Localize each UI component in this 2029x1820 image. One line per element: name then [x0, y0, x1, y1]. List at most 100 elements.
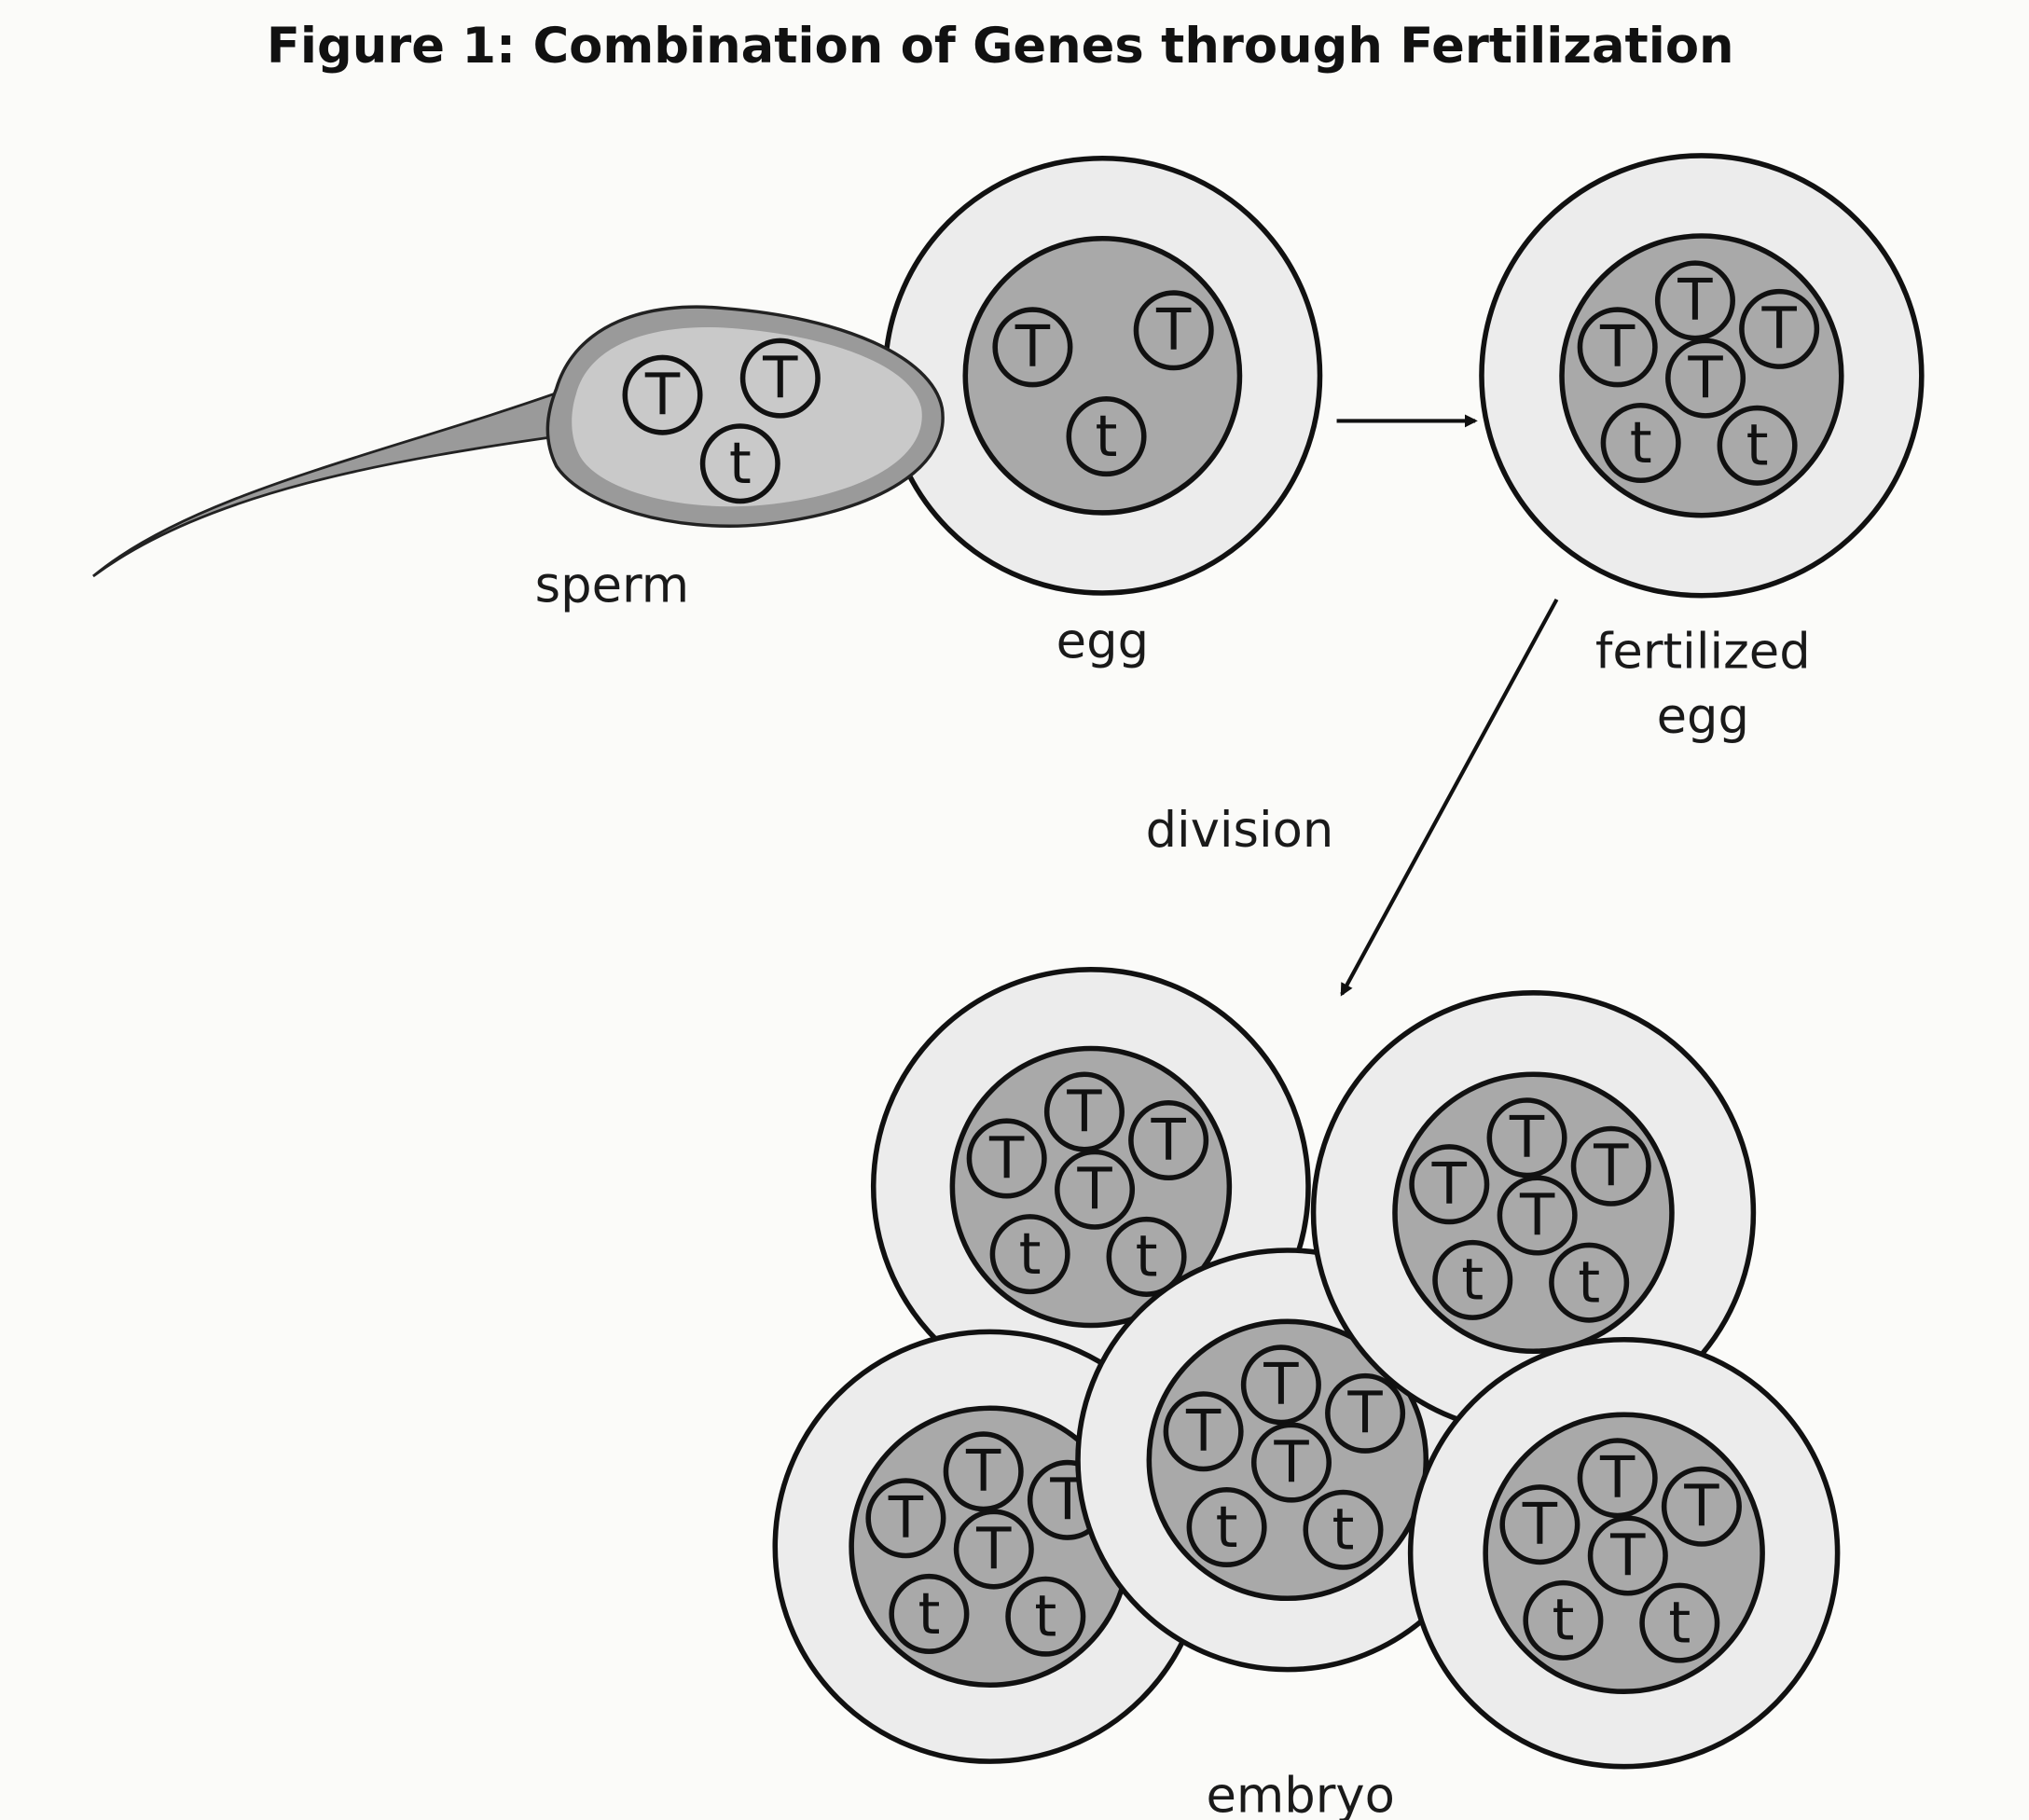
- gene-recessive: t: [1303, 1489, 1384, 1570]
- gene-letter: T: [1076, 1157, 1112, 1223]
- gene-recessive: t: [889, 1573, 970, 1654]
- gene-letter: T: [988, 1125, 1025, 1192]
- gene-circle: [1654, 260, 1735, 341]
- gene-dominant: T: [1486, 1097, 1567, 1179]
- gene-letter: T: [1522, 1492, 1558, 1558]
- gene-dominant: T: [1250, 1422, 1332, 1503]
- gene-circle: [1486, 1097, 1567, 1179]
- gene-circle: [1499, 1484, 1580, 1565]
- gene-recessive: t: [1186, 1486, 1267, 1567]
- gene-recessive: t: [1717, 405, 1798, 486]
- gene-letter: t: [1096, 404, 1118, 470]
- gene-circle: [1250, 1422, 1332, 1503]
- label-division: division: [1146, 802, 1334, 859]
- gene-letter: T: [1519, 1182, 1555, 1248]
- gene-circle: [1577, 1438, 1658, 1519]
- figure-title: Figure 1: Combination of Genes through F…: [267, 18, 1734, 75]
- gene-letter: t: [1136, 1224, 1158, 1290]
- gene-dominant: T: [1587, 1515, 1668, 1596]
- gene-circle: [1570, 1125, 1651, 1206]
- gene-circle: [865, 1478, 946, 1559]
- label-fertilized-line1: fertilized: [1595, 623, 1811, 680]
- gene-dominant: T: [1133, 290, 1214, 371]
- gene-letter: T: [1761, 296, 1798, 363]
- gene-circle: [1133, 290, 1214, 371]
- gene-recessive: t: [1066, 396, 1147, 477]
- gene-circle: [1066, 396, 1147, 477]
- label-sperm: sperm: [535, 558, 689, 614]
- gene-circle: [1240, 1344, 1321, 1426]
- gene-dominant: T: [992, 307, 1073, 388]
- gene-circle: [1303, 1489, 1384, 1570]
- gene-circle: [1043, 1071, 1125, 1152]
- nucleus: [1392, 1071, 1675, 1354]
- gene-letter: T: [1599, 314, 1636, 380]
- gene-circle: [1739, 288, 1820, 369]
- gene-circle: [699, 423, 780, 504]
- gene-letter: T: [1683, 1474, 1719, 1540]
- nucleus: [1483, 1412, 1765, 1694]
- gene-dominant: T: [966, 1118, 1047, 1199]
- gene-circle: [1549, 1242, 1630, 1323]
- gene-dominant: T: [943, 1431, 1024, 1512]
- label-egg: egg: [1056, 613, 1149, 669]
- gene-letter: T: [1599, 1445, 1636, 1511]
- gene-circle: [1665, 338, 1746, 419]
- gene-circle: [989, 1214, 1070, 1295]
- gene-circle: [966, 1118, 1047, 1199]
- sperm-head-inner: [572, 326, 922, 507]
- gene-letter: T: [644, 362, 681, 428]
- gene-circle: [1325, 1372, 1406, 1454]
- gene-letter: T: [888, 1485, 924, 1551]
- gene-circle: [1577, 307, 1658, 388]
- gene-circle: [1055, 1149, 1136, 1230]
- gene-letter: T: [1066, 1079, 1102, 1145]
- gene-circle: [1186, 1486, 1267, 1567]
- gene-circle: [1523, 1579, 1604, 1661]
- gene-dominant: T: [1499, 1484, 1580, 1565]
- gene-circle: [1128, 1100, 1209, 1181]
- gene-dominant: T: [1043, 1071, 1125, 1152]
- division-arrow: [1340, 598, 1559, 997]
- gene-letter: T: [965, 1439, 1001, 1505]
- gene-circle: [1409, 1144, 1490, 1225]
- gene-circle: [953, 1509, 1034, 1590]
- nucleus: [949, 1045, 1233, 1329]
- gene-circle: [622, 354, 703, 435]
- gene-circle: [889, 1573, 970, 1654]
- gene-letter: t: [1630, 410, 1652, 476]
- gene-letter: t: [918, 1581, 940, 1648]
- gene-letter: T: [1155, 297, 1192, 364]
- gene-dominant: T: [1325, 1372, 1406, 1454]
- gene-circle: [1661, 1466, 1742, 1547]
- gene-circle: [992, 307, 1073, 388]
- gene-recessive: t: [989, 1214, 1070, 1295]
- gene-dominant: T: [1240, 1344, 1321, 1426]
- gene-letter: T: [975, 1516, 1012, 1582]
- gene-dominant: T: [1128, 1100, 1209, 1181]
- sperm-tail: [92, 386, 578, 578]
- gene-letter: t: [1461, 1248, 1484, 1314]
- gene-circle: [943, 1431, 1024, 1512]
- nucleus: [1146, 1318, 1429, 1602]
- gene-letter: t: [1578, 1249, 1600, 1316]
- gene-dominant: T: [622, 354, 703, 435]
- gene-letter: T: [1677, 268, 1713, 334]
- gene-letter: t: [1746, 413, 1769, 479]
- gene-dominant: T: [953, 1509, 1034, 1590]
- gene-letter: t: [1019, 1221, 1042, 1288]
- gene-dominant: T: [739, 338, 821, 419]
- nucleus: [1559, 233, 1844, 518]
- gene-letter: T: [1593, 1134, 1629, 1200]
- label-fertilized-line2: egg: [1657, 688, 1749, 745]
- gene-recessive: t: [1005, 1576, 1086, 1657]
- gene-letter: t: [1552, 1588, 1574, 1654]
- gene-circle: [739, 338, 821, 419]
- gene-dominant: T: [1661, 1466, 1742, 1547]
- gene-letter: t: [1332, 1497, 1355, 1564]
- gene-letter: T: [1346, 1381, 1383, 1447]
